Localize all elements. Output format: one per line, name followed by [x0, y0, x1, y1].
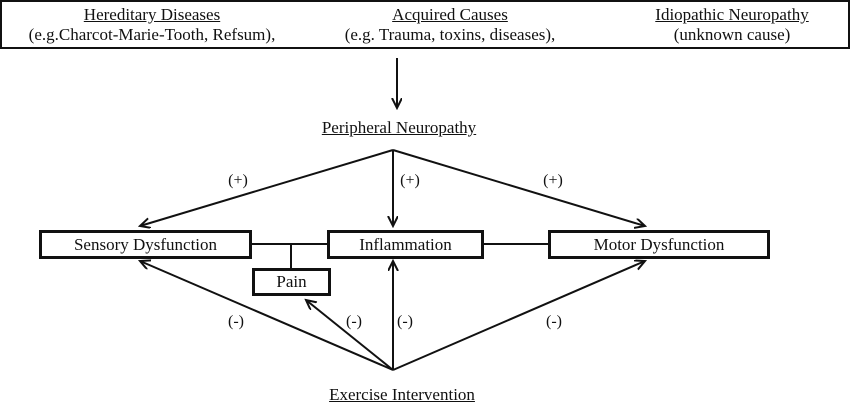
pain-label: Pain — [276, 272, 307, 291]
cause-idiopathic-title: Idiopathic Neuropathy — [655, 5, 809, 24]
inflammation-box: Inflammation — [327, 230, 484, 259]
inflammation-label: Inflammation — [359, 234, 452, 254]
motor-dysfunction-label: Motor Dysfunction — [593, 234, 725, 254]
arrow-exercise-to-motor — [392, 261, 645, 371]
sign-minus-inflammation: (-) — [397, 313, 413, 330]
arrow-exercise-to-pain — [306, 300, 394, 371]
cause-hereditary-detail: (e.g.Charcot-Marie-Tooth, Refsum), — [28, 25, 276, 44]
cause-hereditary-title: Hereditary Diseases — [83, 5, 221, 24]
arrow-exercise-to-sensory — [140, 261, 394, 371]
causes-box — [0, 0, 850, 49]
sign-plus-sensory: (+) — [228, 172, 248, 189]
sign-minus-pain: (-) — [346, 313, 362, 330]
sensory-dysfunction-label: Sensory Dysfunction — [73, 234, 218, 254]
sign-plus-motor: (+) — [543, 172, 563, 189]
sensory-dysfunction-box: Sensory Dysfunction — [39, 230, 252, 259]
sign-minus-motor: (-) — [546, 313, 562, 330]
arrow-neuropathy-to-sensory — [140, 149, 394, 226]
pain-box: Pain — [252, 268, 331, 296]
arrow-neuropathy-to-motor — [392, 149, 645, 226]
exercise-intervention-label: Exercise Intervention — [329, 385, 475, 404]
motor-dysfunction-box: Motor Dysfunction — [548, 230, 770, 259]
cause-acquired-title: Acquired Causes — [392, 5, 508, 24]
sign-minus-sensory: (-) — [228, 313, 244, 330]
cause-idiopathic-detail: (unknown cause) — [673, 25, 791, 44]
sign-plus-inflammation: (+) — [400, 172, 420, 189]
cause-acquired-detail: (e.g. Trauma, toxins, diseases), — [344, 25, 556, 44]
peripheral-neuropathy-label: Peripheral Neuropathy — [321, 118, 477, 137]
